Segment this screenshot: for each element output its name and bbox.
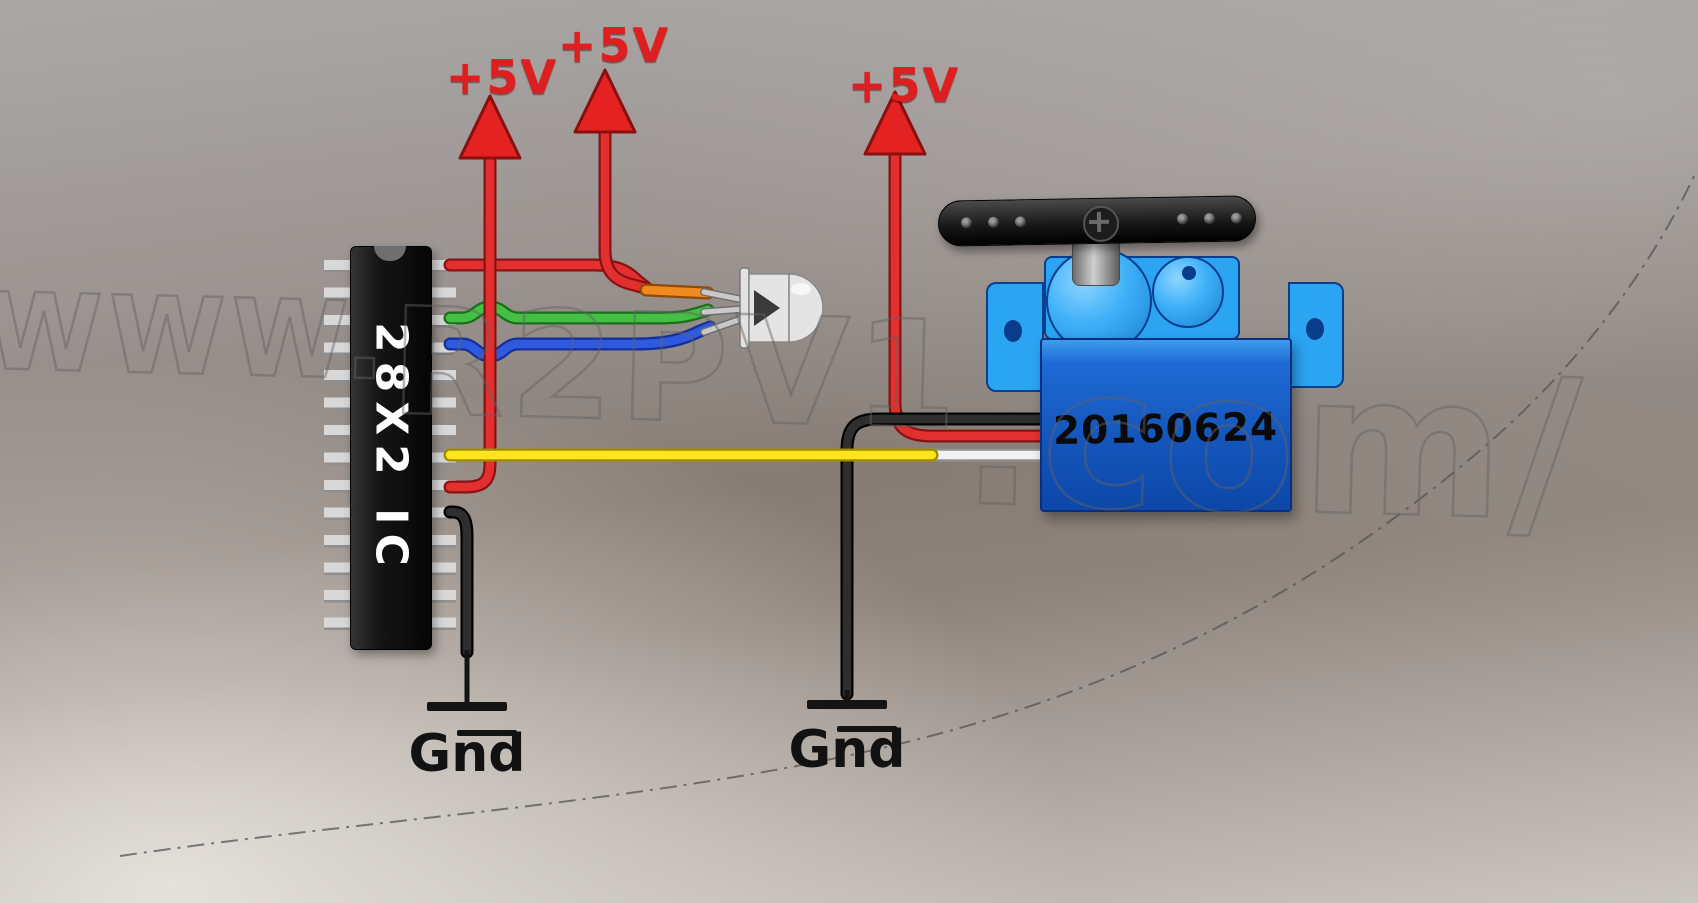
led-die [754, 290, 780, 326]
wire-green-signal [443, 300, 715, 325]
servo-horn [937, 195, 1257, 247]
power-arrow-icon-3 [863, 90, 927, 156]
servo-mount-flange-left [986, 282, 1044, 392]
ground-label-1: Gnd [408, 724, 526, 784]
horn-hole [987, 216, 1000, 228]
wire-orange-led [639, 283, 715, 300]
wire-red-5v2-stem [598, 113, 655, 296]
servo-flange-hole [1306, 318, 1324, 340]
power-label-1: +5V [445, 50, 559, 104]
power-arrow-icon-1 [458, 94, 522, 160]
ic-chip: 28X2 IC [324, 246, 456, 650]
power-label-3: +5V [847, 58, 961, 112]
dash-dot-curve [119, 171, 1697, 857]
horn-hole [960, 217, 973, 229]
ground-symbol-2 [807, 690, 897, 732]
ic-pins-left [324, 260, 350, 642]
wire-red-5v1-stem [443, 141, 497, 494]
servo-gear-hole [1182, 266, 1196, 280]
horn-hole [1014, 216, 1027, 228]
ground-label-2: Gnd [788, 720, 906, 780]
horn-hole [1203, 212, 1216, 225]
servo-label: 20160624 [1053, 404, 1279, 454]
ic-notch [374, 246, 406, 261]
servo-output-shaft [1072, 236, 1120, 286]
led-flange [739, 267, 750, 349]
wire-red-servo-power [888, 139, 1055, 443]
power-label-2: +5V [557, 18, 671, 72]
horn-screw-icon [1082, 205, 1120, 243]
servo-flange-hole [1004, 320, 1022, 342]
horn-hole [1176, 213, 1189, 225]
led [739, 267, 824, 349]
ground-symbol-1 [427, 650, 517, 736]
led-highlight [791, 283, 811, 295]
wire-black-ic-ground [443, 505, 474, 659]
ic-body: 28X2 IC [350, 246, 432, 650]
ic-label: 28X2 IC [365, 321, 417, 575]
wire-blue-signal [443, 320, 717, 363]
servo-body: 20160624 [1040, 338, 1292, 512]
horn-hole [1230, 212, 1243, 224]
led-leads [700, 288, 748, 336]
servo-mount-flange-right [1288, 282, 1344, 388]
power-arrow-icon-2 [573, 68, 637, 134]
